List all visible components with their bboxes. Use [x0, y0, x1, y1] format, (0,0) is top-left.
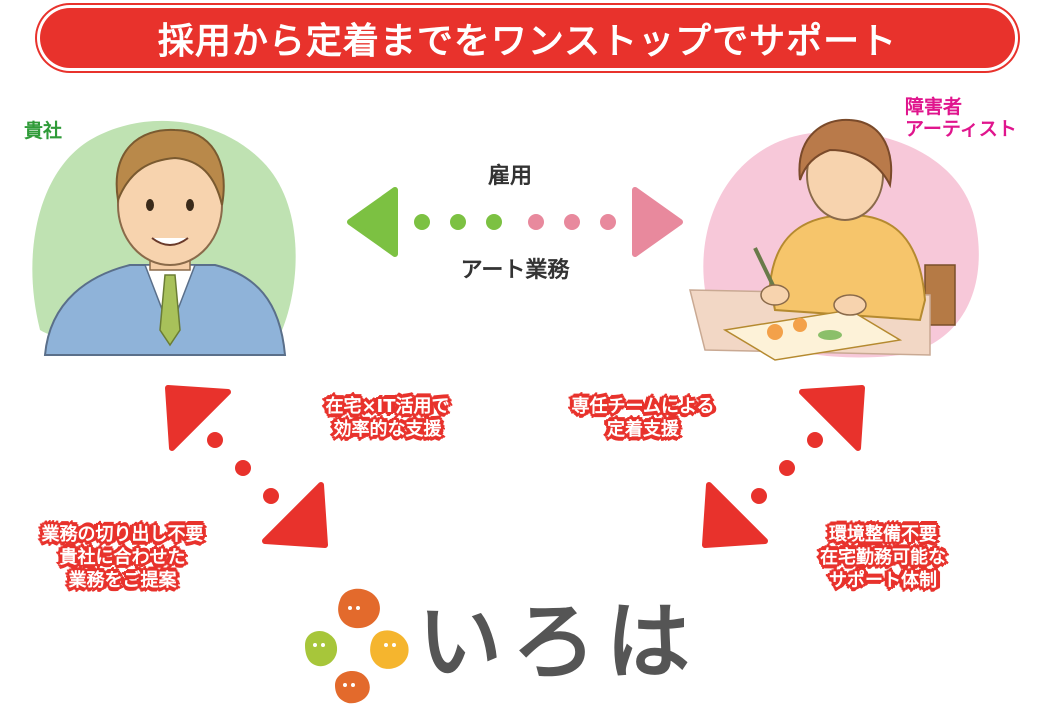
arrow-head-right	[632, 187, 683, 257]
badge-line: 効率的な支援	[333, 419, 442, 440]
right-support-arrow	[702, 385, 865, 548]
arrow-dot	[779, 460, 795, 476]
employment-arrow	[347, 187, 683, 257]
badge-line: 環境整備不要	[829, 524, 937, 545]
badge-line: 業務の切り出し不要	[41, 524, 204, 545]
page-title: 採用から定着までをワンストップでサポート	[157, 21, 898, 62]
arrow-dot	[235, 460, 251, 476]
employment-label: 雇用	[487, 164, 532, 189]
badge-line: 在宅勤務可能な	[820, 547, 946, 568]
artist-label-line: 障害者	[905, 96, 963, 118]
badge-line: 定着支援	[607, 419, 679, 440]
badge-line: サポート体制	[829, 570, 937, 591]
arrow-head-up-right	[799, 385, 865, 451]
arrow-dot	[564, 214, 580, 230]
it-support-badge: 在宅×IT活用で 効率的な支援	[285, 395, 490, 441]
businessman-illustration	[43, 128, 287, 356]
arrow-dot	[807, 432, 823, 448]
badge-line: 貴社に合わせた	[59, 547, 186, 568]
arrow-head-up-left	[165, 385, 231, 451]
artist-benefit-badge: 環境整備不要 在宅勤務可能な サポート体制	[778, 523, 988, 592]
artist-label-line: アーティスト	[905, 118, 1017, 140]
badge-line: 在宅×IT活用で	[325, 396, 450, 417]
arrow-head-down-left	[702, 482, 768, 548]
artist-illustration	[689, 118, 956, 361]
company-benefit-badge: 業務の切り出し不要 貴社に合わせた 業務をご提案	[0, 523, 245, 592]
iroha-logo-mark	[305, 588, 409, 704]
arrow-head-left	[347, 187, 398, 257]
logo-wordmark: いろは	[418, 593, 701, 691]
artist-label: 障害者 アーティスト	[905, 96, 1017, 140]
badge-line: 専任チームによる	[571, 396, 715, 417]
arrow-dot	[414, 214, 430, 230]
arrow-dot	[207, 432, 223, 448]
arrow-dot	[263, 488, 279, 504]
arrow-dot	[450, 214, 466, 230]
company-label: 貴社	[24, 120, 63, 142]
arrow-dot	[751, 488, 767, 504]
arrow-head-down-right	[262, 482, 328, 548]
badge-line: 業務をご提案	[68, 570, 177, 591]
left-support-arrow	[165, 385, 328, 548]
arrow-dot	[600, 214, 616, 230]
arrow-dot	[486, 214, 502, 230]
arrow-dot	[528, 214, 544, 230]
header-banner: 採用から定着までをワンストップでサポート	[40, 8, 1015, 68]
team-support-badge: 専任チームによる 定着支援	[528, 395, 758, 441]
art-work-label: アート業務	[460, 258, 570, 283]
